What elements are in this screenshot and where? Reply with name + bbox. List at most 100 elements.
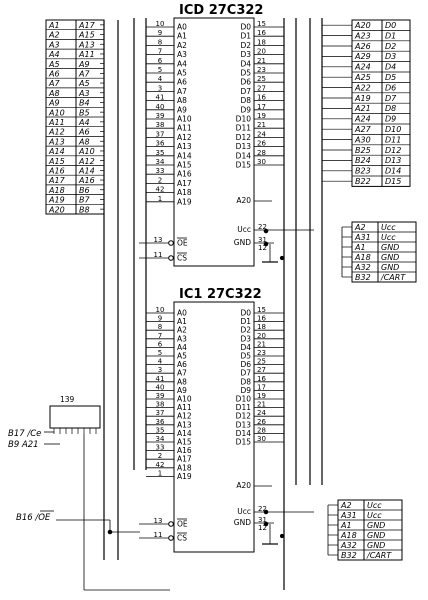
ic-bottom-right-pin-name: D14 bbox=[236, 429, 252, 438]
right-table-cell-slot: A29 bbox=[354, 52, 371, 61]
power-table-bottom-cell-signal: GND bbox=[367, 531, 385, 540]
power-table-top-cell-slot: A32 bbox=[354, 263, 371, 272]
right-table-cell-data: D0 bbox=[385, 21, 396, 30]
ic-top-left-pin-number: 33 bbox=[156, 167, 165, 175]
right-table-cell-data: D15 bbox=[385, 177, 401, 186]
power-table-top-cell-signal: Ucc bbox=[381, 233, 396, 242]
ic-top-cs-bubble bbox=[168, 255, 174, 261]
ic-top-left-pin-number: 7 bbox=[158, 48, 162, 56]
ic-bottom-left-pin-number: 4 bbox=[158, 358, 163, 366]
ic-top-oe-name: OE bbox=[177, 239, 188, 248]
left-table-cell-pin: B5 bbox=[79, 108, 90, 117]
power-table-bottom-cell-signal: /CART bbox=[366, 551, 392, 560]
power-table-top-cell-signal: GND bbox=[381, 253, 399, 262]
ic-bottom-gnd-junction bbox=[263, 521, 269, 527]
ic-top-ucc-pin: 22 bbox=[258, 223, 267, 231]
ic-top-left-pin-number: 2 bbox=[158, 176, 162, 184]
ic-bottom-left-pin-number: 8 bbox=[158, 323, 162, 331]
right-table-cell-slot: A20 bbox=[354, 21, 371, 30]
ic-top-gnd-junction bbox=[263, 241, 269, 247]
ic-top-right-pin-name: D11 bbox=[236, 124, 252, 133]
ic-top-gnd2-pin: 12 bbox=[258, 244, 267, 252]
ic-top-right-pin-number: 20 bbox=[257, 48, 266, 56]
ic-bottom-left-pin-name: A6 bbox=[177, 360, 187, 369]
left-table-cell-slot: A12 bbox=[48, 128, 65, 137]
ic-top-left-pin-number: 38 bbox=[156, 121, 165, 129]
ic-top-ground-junction bbox=[279, 255, 285, 261]
ic-bottom-left-pin-number: 5 bbox=[158, 349, 162, 357]
ic-top-left-pin-name: A13 bbox=[177, 142, 192, 151]
ic-bottom-left-pin-name: A5 bbox=[177, 352, 187, 361]
ic-top-left-pin-name: A5 bbox=[177, 69, 187, 78]
external-label-b17: B17 /Ce bbox=[8, 429, 41, 439]
ic-top-right-pin-name: D10 bbox=[236, 115, 252, 124]
ic-bottom-right-pin-number: 28 bbox=[257, 426, 266, 434]
right-table-cell-slot: B24 bbox=[355, 156, 371, 165]
ic-top-left-pin-name: A3 bbox=[177, 50, 187, 59]
ic-bottom-body bbox=[173, 301, 255, 553]
ic-bottom-left-pin-name: A14 bbox=[177, 429, 192, 438]
right-table-cell-slot: A27 bbox=[354, 125, 372, 134]
ic-top-left-pin-name: A0 bbox=[177, 23, 187, 32]
right-table-cell-data: D9 bbox=[385, 115, 396, 124]
ic-top-left-pin-number: 41 bbox=[156, 94, 165, 102]
ic-bottom-right-pin-number: 20 bbox=[257, 332, 266, 340]
ic-top-left-pin-name: A1 bbox=[177, 32, 187, 41]
right-table-cell-data: D14 bbox=[385, 167, 401, 176]
left-table-cell-slot: A2 bbox=[48, 31, 60, 40]
ic-top-left-pin-number: 9 bbox=[158, 29, 162, 37]
right-table-cell-slot: A23 bbox=[354, 31, 371, 40]
ic-bottom-left-pin-number: 40 bbox=[156, 383, 165, 391]
left-table-cell-slot: A9 bbox=[48, 99, 60, 108]
right-table-cell-data: D7 bbox=[385, 94, 397, 103]
ic-bottom-left-pin-number: 34 bbox=[156, 435, 165, 443]
ic-top-left-pin-number: 1 bbox=[158, 195, 162, 203]
ic-bottom-gnd2-pin: 12 bbox=[258, 524, 267, 532]
ic-top-ucc-junction bbox=[263, 228, 269, 234]
ic-top-left-pin-number: 4 bbox=[158, 75, 163, 83]
ic-top-right-pin-number: 18 bbox=[257, 38, 266, 46]
ic-bottom-left-pin-number: 10 bbox=[156, 306, 165, 314]
ic-top-left-pin-number: 40 bbox=[156, 103, 165, 111]
external-label-b9: B9 A21 bbox=[8, 440, 39, 450]
left-table-cell-pin: A6 bbox=[78, 128, 90, 137]
power-table-top-cell-slot: A2 bbox=[354, 223, 366, 232]
ic-bottom-left-pin-number: 9 bbox=[158, 315, 162, 323]
ic-top-left-pin-name: A18 bbox=[177, 188, 192, 197]
ic-bottom-right-pin-name: D4 bbox=[240, 343, 251, 352]
ic-bottom-right-pin-number: 15 bbox=[257, 306, 266, 314]
left-table-cell-slot: A3 bbox=[48, 40, 60, 49]
ic-bottom-left-pin-number: 42 bbox=[156, 461, 165, 469]
ic-bottom-left-pin-number: 2 bbox=[158, 452, 162, 460]
right-table-cell-slot: A25 bbox=[354, 73, 371, 82]
ic-bottom-left-pin-number: 6 bbox=[158, 340, 163, 348]
ic-bottom-right-pin-number: 21 bbox=[257, 340, 266, 348]
ic-top-title: ICD 27C322 bbox=[179, 3, 263, 18]
ic-bottom-gnd-pin: 31 bbox=[258, 516, 267, 524]
left-table-cell-pin: A15 bbox=[78, 31, 95, 40]
ic-bottom-right-pin-name: D6 bbox=[240, 360, 251, 369]
ic-bottom-left-pin-number: 41 bbox=[156, 375, 165, 383]
left-table-cell-slot: A20 bbox=[48, 205, 65, 214]
ic-bottom-left-pin-name: A18 bbox=[177, 463, 192, 472]
ic-bottom-left-pin-name: A3 bbox=[177, 334, 187, 343]
ic-bottom-oe-pin: 13 bbox=[154, 517, 163, 525]
ic-bottom-right-pin-name: D10 bbox=[236, 395, 252, 404]
ic-bottom-a20-label: A20 bbox=[236, 481, 251, 490]
ic-top-right-pin-name: D9 bbox=[240, 105, 251, 114]
left-table-cell-pin: B4 bbox=[79, 99, 90, 108]
ic-bottom-right-pin-number: 17 bbox=[257, 383, 266, 391]
right-table-cell-data: D6 bbox=[385, 83, 396, 92]
left-table-cell-slot: A14 bbox=[48, 147, 65, 156]
right-table-cell-data: D5 bbox=[385, 73, 396, 82]
ic-bottom-left-pin-name: A17 bbox=[177, 455, 192, 464]
ic-bottom-left-pin-name: A9 bbox=[177, 386, 187, 395]
left-table-cell-slot: A7 bbox=[48, 79, 60, 88]
left-table-cell-slot: A6 bbox=[48, 70, 60, 79]
ic-top-right-pin-number: 16 bbox=[257, 29, 266, 37]
ic-bottom-right-pin-name: D11 bbox=[236, 403, 252, 412]
ic-top-right-pin-name: D14 bbox=[236, 151, 252, 160]
ic-top-right-pin-number: 27 bbox=[257, 84, 266, 92]
power-table-top-cell-signal: GND bbox=[381, 263, 399, 272]
ic-top-right-pin-number: 15 bbox=[257, 20, 266, 28]
